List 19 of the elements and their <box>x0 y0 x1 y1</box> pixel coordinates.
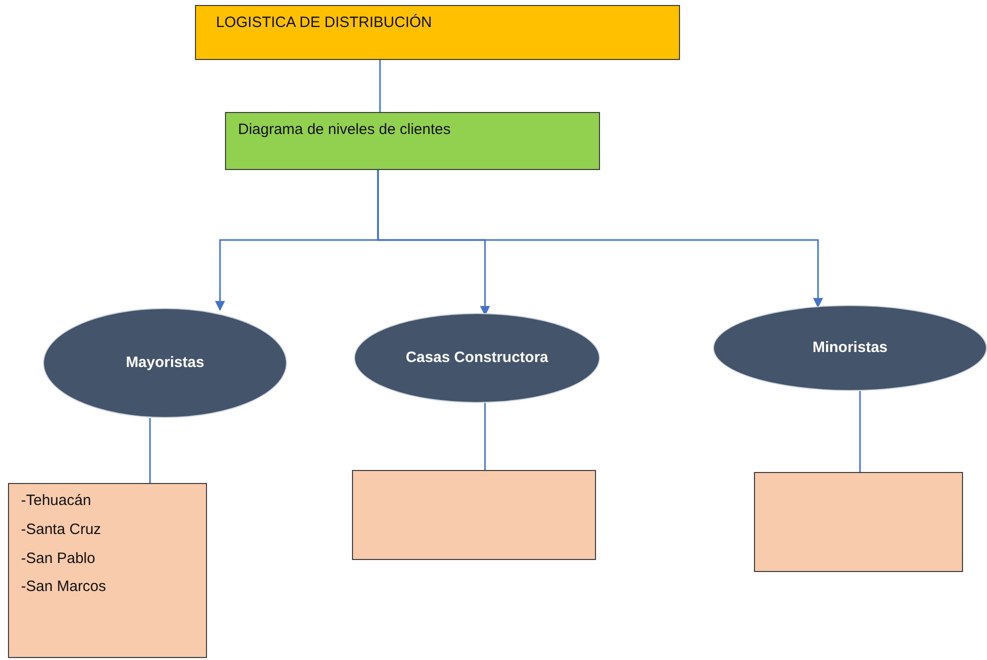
ellipse-label: Casas Constructora <box>406 348 548 368</box>
list-item: -Tehuacán <box>21 492 92 511</box>
ellipse-label: Mayoristas <box>126 354 204 372</box>
list-item: -San Marcos <box>21 578 108 597</box>
box-title: LOGISTICA DE DISTRIBUCIÓN <box>216 14 433 33</box>
connector-line <box>149 418 151 483</box>
connector-line <box>484 403 486 470</box>
connector-line <box>859 391 861 472</box>
empty-box <box>754 472 963 572</box>
list-item: -San Pablo <box>21 550 96 568</box>
arrow <box>377 170 823 308</box>
list-item: -Santa Cruz <box>21 520 102 540</box>
list-box <box>8 483 207 658</box>
empty-box <box>352 470 596 560</box>
process-box <box>225 112 600 170</box>
ellipse-label: Minoristas <box>812 338 888 358</box>
box-title: Diagrama de niveles de clientes <box>238 121 452 140</box>
title-box <box>195 5 680 60</box>
connector-line <box>379 60 381 112</box>
